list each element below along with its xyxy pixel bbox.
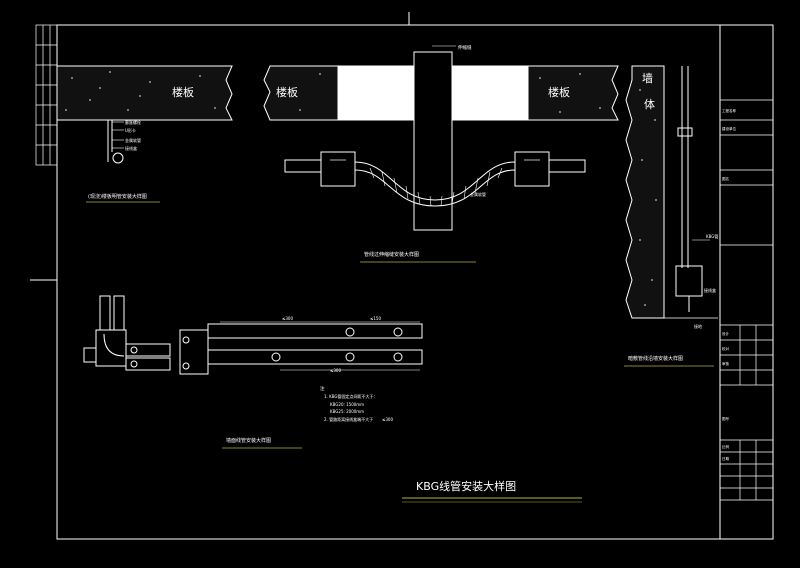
tb-row-7: 图号 (722, 416, 730, 421)
notes-line-4: 2. 管路距离接线盒端不大于 (324, 416, 373, 422)
callout-wire-tube: 金属软管 (125, 137, 141, 143)
callout-box: 接线盒 (125, 145, 137, 151)
ceiling-box-detail (107, 120, 124, 164)
title-deformation-joint: 管线过伸缩缝安装大样图 (364, 251, 419, 258)
notes-line-1: 1. KBG管固定点间距不大于： (324, 393, 377, 399)
notes-line-2: KBG20: 1500mm (330, 402, 364, 407)
callout-flex-tube: 金属软管 (470, 191, 486, 197)
wall-conduit (664, 66, 718, 319)
callout-clip: U形卡 (125, 127, 136, 133)
tb-row-6: 审核 (722, 361, 730, 366)
sheet-title: KBG线管安装大样图 (416, 479, 516, 493)
tb-row-2: 图名 (722, 176, 729, 181)
title-ceiling-box: (现浇)楼板明管安装大样图 (88, 193, 147, 200)
tb-row-4: 设计 (722, 331, 730, 336)
callout-wall-box: 接线盒 (704, 287, 716, 293)
notes-line-4-value: ≤300 (382, 417, 393, 422)
callout-spacing-300-b: ≤300 (330, 368, 341, 373)
callout-spacing-300-a: ≤300 (282, 316, 293, 321)
tb-row-5: 校对 (722, 346, 730, 351)
callout-wall-ground: 接地 (694, 323, 702, 329)
callout-spacing-150: ≤150 (370, 316, 381, 321)
slab-label-left: 楼板 (172, 85, 194, 99)
title-wall-run: 墙面线管安装大样图 (226, 437, 271, 444)
notes-line-3: KBG25: 2000mm (330, 409, 364, 414)
title-block (719, 24, 774, 540)
tb-row-8: 比例 (722, 444, 730, 449)
slab-label-center-left: 楼板 (276, 85, 298, 99)
callout-wall-pipe: KBG管 (706, 233, 718, 239)
floor-slab-center: 楼板 楼板 伸缩缝 (263, 44, 619, 231)
slab-label-center-right: 楼板 (548, 85, 570, 99)
tb-row-0: 工程名称 (722, 108, 736, 113)
notes-heading: 注 (320, 385, 325, 392)
title-wall-vertical: 暗敷管线沿墙安装大样图 (628, 355, 683, 362)
callout-bolt: 膨胀螺栓 (125, 119, 141, 125)
tb-row-9: 日期 (722, 456, 730, 461)
wall-label-top: 墙 (642, 71, 653, 85)
tb-row-1: 建设单位 (722, 126, 736, 131)
wall-label-bottom: 体 (644, 97, 655, 111)
margin-revision-grid (35, 24, 58, 166)
wall-section: 墙 体 (625, 65, 665, 319)
title-block-labels: 工程名称 建设单位 图名 设计 校对 审核 图号 比例 日期 (722, 108, 736, 461)
notes-block: 注 1. KBG管固定点间距不大于： KBG20: 1500mm KBG25: … (320, 385, 393, 422)
floor-slab-left: 楼板 (56, 65, 233, 121)
wall-run-detail (83, 295, 423, 375)
deformation-joint-detail (284, 151, 586, 207)
joint-callout: 伸缩缝 (458, 44, 472, 51)
